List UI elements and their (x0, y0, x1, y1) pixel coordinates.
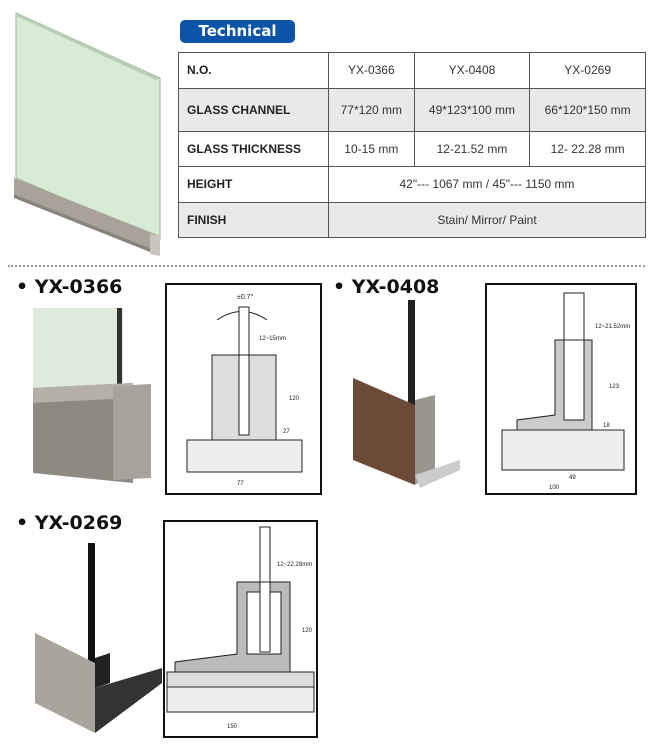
product-title-yx0366: • YX-0366 (16, 276, 123, 298)
yx0366-photo (33, 308, 151, 483)
yx0269-photo (35, 543, 162, 733)
angle-label: ±0.7° (237, 293, 254, 301)
dotted-divider (8, 265, 645, 267)
inner-width-label: 49 (569, 475, 576, 481)
base-label: 18 (603, 423, 610, 429)
thickness-label: 12~21.52mm (595, 324, 630, 330)
width-label: 100 (549, 485, 560, 491)
height-label: 120 (289, 396, 300, 402)
railing-hero-image (14, 12, 161, 256)
base-label: 27 (283, 429, 290, 435)
technical-data-badge: Technical Data (180, 20, 295, 63)
thickness-label: 12~15mm (259, 336, 286, 342)
thickness-label: 12~22.28mm (277, 562, 312, 568)
width-label: 150 (227, 724, 238, 730)
product-title-yx0408: • YX-0408 (333, 276, 440, 298)
yx0408-drawing: 12~21.52mm 123 18 49 100 (485, 283, 637, 495)
yx0366-drawing: ±0.7° 12~15mm 120 27 77 (165, 283, 322, 495)
yx0269-drawing: 12~22.28mm 120 150 (163, 520, 318, 738)
width-label: 77 (237, 481, 244, 487)
yx0408-photo (353, 300, 460, 488)
height-label: 123 (609, 384, 620, 390)
height-label: 120 (302, 628, 313, 634)
product-title-yx0269: • YX-0269 (16, 512, 123, 534)
